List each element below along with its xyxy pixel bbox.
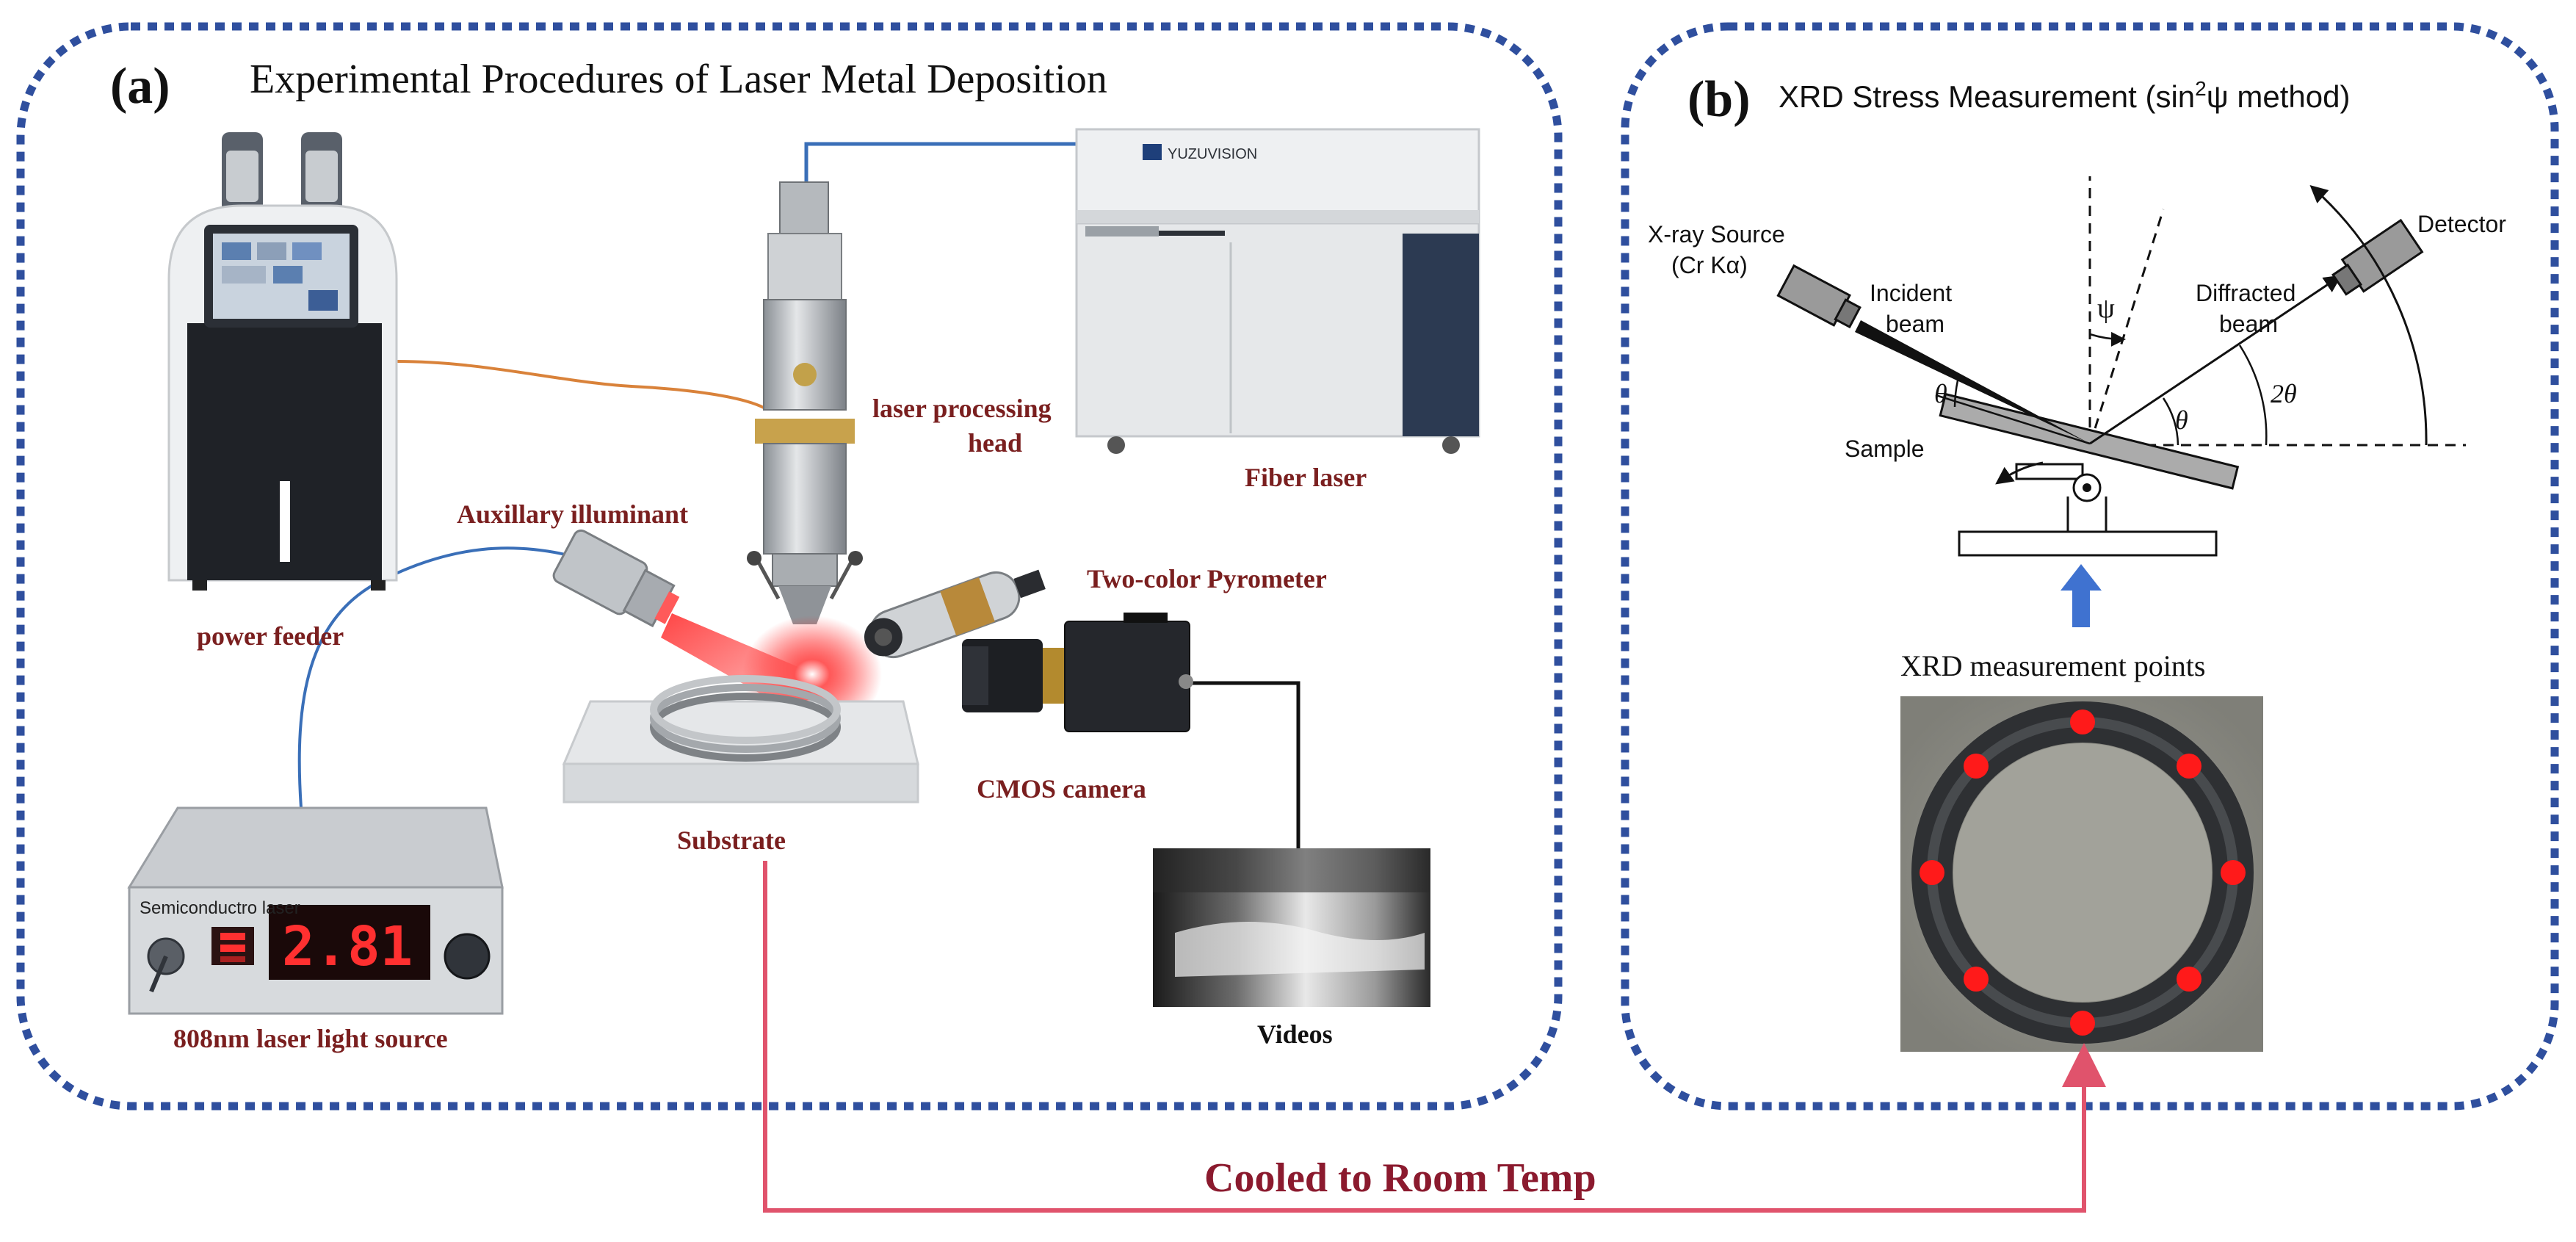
fiber-laser-brand: YUZUVISION xyxy=(1168,146,1257,162)
measurement-point xyxy=(1964,754,1989,779)
measurement-point xyxy=(1920,860,1944,885)
two-theta-label: 2θ xyxy=(2271,379,2297,408)
blue-cable-fiber xyxy=(804,142,1078,191)
light-source-box xyxy=(127,806,504,1015)
connector-label: Cooled to Room Temp xyxy=(1204,1155,1596,1201)
xray-source-label-2: (Cr Kα) xyxy=(1671,252,1748,278)
blue-cable-illuminant xyxy=(297,546,566,809)
label-videos: Videos xyxy=(1257,1019,1333,1049)
laser-processing-head xyxy=(747,181,863,624)
substrate xyxy=(562,675,919,804)
label-light-source: 808nm laser light source xyxy=(173,1024,448,1053)
measurement-point xyxy=(2070,1011,2095,1036)
cmos-camera xyxy=(962,613,1193,732)
measurement-dots xyxy=(1920,710,2246,1036)
display-readout: 2.81 xyxy=(282,915,413,978)
fiber-laser xyxy=(1075,128,1480,454)
measurement-point xyxy=(2221,860,2246,885)
sample-label: Sample xyxy=(1845,436,1925,462)
points-title: XRD measurement points xyxy=(1900,649,2206,682)
measurement-point xyxy=(1964,967,1989,992)
label-auxiliary-illuminant: Auxillary illuminant xyxy=(457,499,688,529)
orange-cable xyxy=(396,360,764,409)
label-cmos-camera: CMOS camera xyxy=(977,774,1146,804)
auxiliary-illuminant xyxy=(552,529,680,628)
panel-a-border xyxy=(16,22,1563,1111)
label-substrate: Substrate xyxy=(677,826,786,855)
label-laser-head-2: head xyxy=(968,428,1022,458)
panel-b-title: XRD Stress Measurement (sin2ψ method) xyxy=(1779,77,2350,114)
panel-b-border xyxy=(1621,22,2559,1111)
panel-a-title: Experimental Procedures of Laser Metal D… xyxy=(250,57,1107,102)
panel-b-tag: (b) xyxy=(1687,71,1751,128)
theta-left-label: θ xyxy=(1934,379,1947,408)
power-feeder xyxy=(167,132,398,591)
video-cable xyxy=(1190,681,1300,848)
label-fiber-laser: Fiber laser xyxy=(1245,463,1367,492)
video-frame xyxy=(1153,848,1430,1007)
up-arrow-indicator xyxy=(2061,564,2102,627)
incident-beam-label-1: Incident xyxy=(1870,280,1952,306)
two-color-pyrometer xyxy=(864,569,1046,659)
diffracted-beam-label-2: beam xyxy=(2219,311,2278,337)
panel-a-tag: (a) xyxy=(110,58,170,115)
measurement-points-photo xyxy=(1900,696,2263,1052)
measurement-point xyxy=(2177,754,2201,779)
cooling-connector-arrow xyxy=(763,861,2106,1213)
incident-beam-label-2: beam xyxy=(1886,311,1944,337)
label-power-feeder: power feeder xyxy=(197,621,344,651)
measurement-point xyxy=(2177,967,2201,992)
label-two-color-pyrometer: Two-color Pyrometer xyxy=(1087,564,1327,593)
psi-label: ψ xyxy=(2097,293,2115,324)
theta-right-label: θ xyxy=(2175,405,2188,435)
detector-label: Detector xyxy=(2417,211,2506,237)
semiconductor-label: Semiconductro laser xyxy=(140,898,300,918)
xrd-schematic xyxy=(1776,176,2466,557)
diffracted-beam-label-1: Diffracted xyxy=(2196,280,2295,306)
xray-source-label-1: X-ray Source xyxy=(1648,221,1785,248)
label-laser-head-1: laser processing xyxy=(872,394,1052,423)
measurement-point xyxy=(2070,710,2095,734)
